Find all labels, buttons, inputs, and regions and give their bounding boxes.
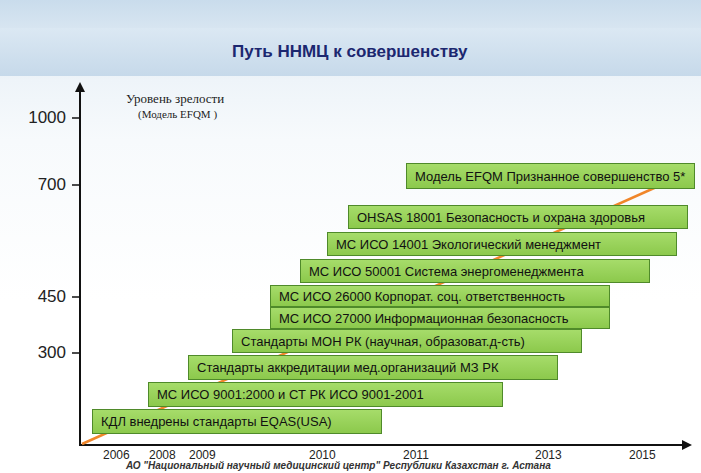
axis-value: 1000 — [6, 108, 66, 128]
axis-title: Уровень зрелости — [126, 91, 224, 107]
standard-box: Стандарты аккредитации мед.организаций М… — [188, 355, 558, 380]
box-text: МС ИСО 26000 Корпорат. соц. ответственно… — [279, 289, 565, 304]
axis-value: 300 — [6, 343, 66, 363]
standard-box: Стандарты МОН РК (научная, образоват.д-с… — [232, 329, 582, 353]
box-text: Стандарты МОН РК (научная, образоват.д-с… — [241, 334, 525, 349]
year-label: 2011 — [403, 448, 429, 462]
axis-value: 700 — [6, 175, 66, 195]
box-text: Стандарты аккредитации мед.организаций М… — [197, 360, 499, 375]
year-label: 2006 — [103, 448, 130, 462]
standard-box: МС ИСО 27000 Информационная безопасность — [270, 307, 610, 329]
year-label: 2009 — [189, 448, 216, 462]
axis-value: 450 — [6, 287, 66, 307]
year-label: 2015 — [629, 448, 656, 462]
standard-box: МС ИСО 50001 Система энергоменеджмента — [300, 259, 650, 283]
standard-box: МС ИСО 26000 Корпорат. соц. ответственно… — [270, 285, 610, 307]
box-text: МС ИСО 14001 Экологический менеджмент — [336, 237, 601, 252]
year-label: 2008 — [149, 448, 176, 462]
standard-box: МС ИСО 9001:2000 и СТ РК ИСО 9001-2001 — [148, 382, 503, 407]
box-text: Модель EFQM Признанное совершенство 5* — [415, 169, 685, 184]
box-text: МС ИСО 50001 Система энергоменеджмента — [309, 264, 584, 279]
year-label: 2013 — [535, 448, 562, 462]
box-text: МС ИСО 27000 Информационная безопасность — [279, 311, 568, 326]
box-text: МС ИСО 9001:2000 и СТ РК ИСО 9001-2001 — [157, 387, 424, 402]
standard-box: КДЛ внедрены стандарты EQAS(USA) — [92, 409, 382, 434]
slide-caption: АО "Национальный научный медицинский цен… — [126, 460, 551, 471]
box-text: КДЛ внедрены стандарты EQAS(USA) — [101, 414, 332, 429]
standard-box: OHSAS 18001 Безопасность и охрана здоров… — [348, 205, 688, 229]
axis-title: (Модель EFQM ) — [138, 108, 217, 120]
year-label: 2010 — [309, 448, 336, 462]
standard-box: МС ИСО 14001 Экологический менеджмент — [327, 232, 677, 256]
standard-box: Модель EFQM Признанное совершенство 5* — [406, 163, 695, 189]
slide-title: Путь ННМЦ к совершенству — [232, 42, 468, 62]
box-text: OHSAS 18001 Безопасность и охрана здоров… — [357, 210, 645, 225]
